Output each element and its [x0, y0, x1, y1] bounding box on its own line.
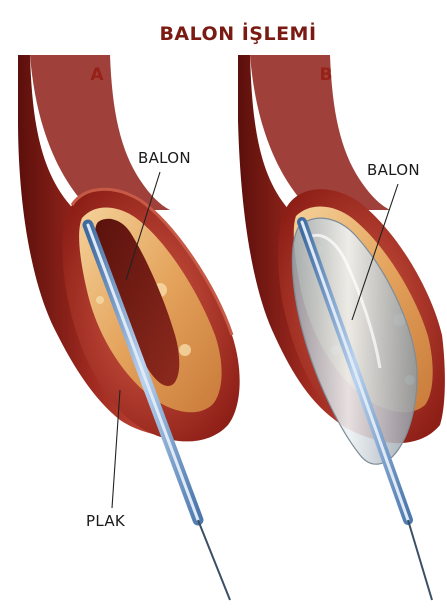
panel-a: A BALON PLAK [18, 55, 240, 600]
panel-b-balloon-label: BALON [367, 161, 420, 179]
panel-a-guidewire [198, 520, 230, 600]
panel-b-guidewire [408, 520, 432, 600]
panel-a-balloon-label: BALON [138, 149, 191, 167]
panel-b: B BALON [238, 55, 445, 600]
diagram-title: BALON İŞLEMİ [159, 21, 316, 45]
panel-a-plaque-label: PLAK [86, 512, 126, 530]
